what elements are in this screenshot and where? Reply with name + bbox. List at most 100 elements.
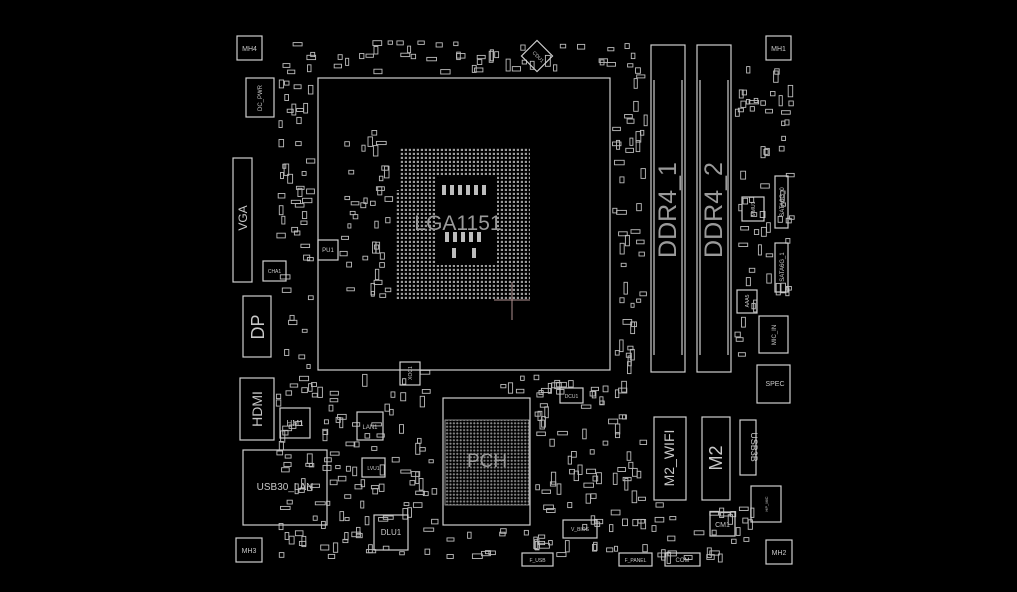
m2-slot[interactable]: M2 — [701, 416, 731, 501]
chip-cha1[interactable]: CHA1 — [262, 260, 287, 282]
passive-component — [785, 172, 795, 178]
hp-mic-header[interactable]: HP_MIC — [750, 485, 782, 523]
passive-component — [412, 502, 423, 508]
passive-component — [372, 40, 383, 46]
chip-mmu1[interactable]: MMU1 — [741, 196, 765, 222]
mounting-hole-mh1[interactable]: MH1 — [765, 35, 792, 61]
passive-component — [410, 53, 417, 60]
spec-header[interactable]: SPEC — [756, 364, 791, 404]
passive-component — [711, 529, 717, 536]
passive-component — [288, 424, 297, 429]
passive-component — [612, 472, 618, 485]
chip-aaa5[interactable]: AAA5 — [736, 289, 758, 314]
passive-component — [631, 321, 637, 328]
passive-component — [627, 355, 632, 367]
passive-component — [738, 506, 749, 511]
chip-lan1[interactable]: LAN1 — [356, 411, 384, 441]
chip-dlu1[interactable]: DLU1 — [373, 514, 409, 551]
small-components — [275, 40, 795, 564]
com-label: COM — [676, 558, 690, 564]
passive-component — [577, 43, 586, 50]
usb-lan-connector[interactable]: USB30_LAN — [242, 449, 328, 526]
mh2-label: MH2 — [772, 550, 787, 557]
passive-component — [636, 203, 642, 212]
passive-component — [612, 126, 621, 132]
passive-component — [344, 141, 350, 147]
sata-port-0[interactable]: SATA6G_0 — [774, 175, 789, 229]
com-header[interactable]: COM — [664, 552, 701, 567]
passive-component — [743, 537, 750, 542]
mounting-hole-mh4[interactable]: MH4 — [236, 35, 263, 61]
chip-xoc1[interactable]: XOC1 — [399, 361, 421, 386]
pch-chip[interactable]: PCH — [442, 397, 531, 526]
hp-mic-label: HP_MIC — [764, 496, 769, 511]
passive-component — [474, 67, 484, 73]
passive-component — [303, 102, 309, 114]
passive-component — [364, 433, 371, 439]
passive-component — [352, 422, 361, 427]
passive-component — [505, 58, 511, 72]
passive-component — [344, 532, 349, 541]
hdmi-connector[interactable]: HDMI — [239, 377, 275, 441]
vga-connector[interactable]: VGA — [232, 157, 253, 283]
passive-component — [666, 551, 671, 564]
mounting-hole-mh2[interactable]: MH2 — [765, 539, 793, 565]
passive-component — [593, 541, 598, 551]
passive-component — [553, 64, 558, 72]
passive-component — [669, 516, 677, 521]
passive-component — [598, 58, 608, 63]
passive-component — [400, 52, 411, 58]
passive-component — [276, 450, 284, 456]
cpu-socket[interactable]: LGA1151 — [317, 77, 611, 371]
passive-component — [292, 42, 303, 47]
passive-component — [294, 203, 305, 208]
passive-component — [488, 50, 494, 63]
chip-dcu1[interactable]: DCU1 — [559, 387, 584, 404]
passive-component — [370, 282, 376, 296]
passive-component — [278, 523, 284, 531]
passive-component — [523, 529, 529, 536]
chip-pu1[interactable]: PU1 — [317, 239, 339, 261]
passive-component — [667, 535, 676, 542]
passive-component — [390, 391, 396, 398]
chip-cm1[interactable]: CM1 — [709, 511, 736, 537]
passive-component — [446, 537, 455, 542]
passive-component — [657, 552, 667, 558]
f-panel-header[interactable]: F_PANEL — [618, 552, 653, 567]
chip-hm1[interactable]: HM1 — [279, 407, 311, 439]
chip-cdu1[interactable]: CDU1 — [520, 39, 554, 73]
passive-component — [471, 553, 483, 559]
passive-component — [284, 94, 289, 101]
passive-component — [435, 42, 443, 48]
sata-port-1[interactable]: SATA6G_1 — [774, 242, 789, 293]
passive-component — [302, 197, 313, 204]
passive-component — [308, 383, 313, 392]
mic-in-header[interactable]: MIC_IN — [758, 315, 789, 354]
usb3-header[interactable]: USB3B — [739, 419, 759, 476]
passive-component — [577, 464, 583, 475]
passive-component — [627, 63, 634, 68]
passive-component — [278, 139, 285, 148]
passive-component — [614, 159, 625, 166]
chip-lvu1[interactable]: LVU1 — [361, 457, 386, 478]
dimm-slot-2[interactable]: DDR4_2 — [696, 44, 732, 373]
passive-component — [499, 531, 506, 537]
passive-component — [557, 430, 568, 436]
passive-component — [453, 41, 459, 47]
f-usb-header[interactable]: F_USB — [521, 552, 554, 567]
passive-component — [284, 532, 290, 540]
mounting-hole-mh3[interactable]: MH3 — [235, 537, 263, 563]
v-bios-chip[interactable]: V_BIOS — [562, 519, 598, 539]
passive-component — [295, 421, 303, 426]
passive-component — [363, 197, 368, 204]
displayport-connector[interactable]: DP — [242, 295, 272, 358]
dimm-slot-1[interactable]: DDR4_1 — [650, 44, 686, 373]
passive-component — [283, 163, 290, 176]
passive-component — [757, 244, 762, 256]
passive-component — [533, 539, 540, 550]
m2-wifi-slot[interactable]: M2_WIFI — [653, 416, 687, 501]
passive-component — [419, 395, 425, 408]
dc-power-connector[interactable]: DC_PWR — [245, 77, 275, 118]
passive-component — [360, 202, 367, 209]
